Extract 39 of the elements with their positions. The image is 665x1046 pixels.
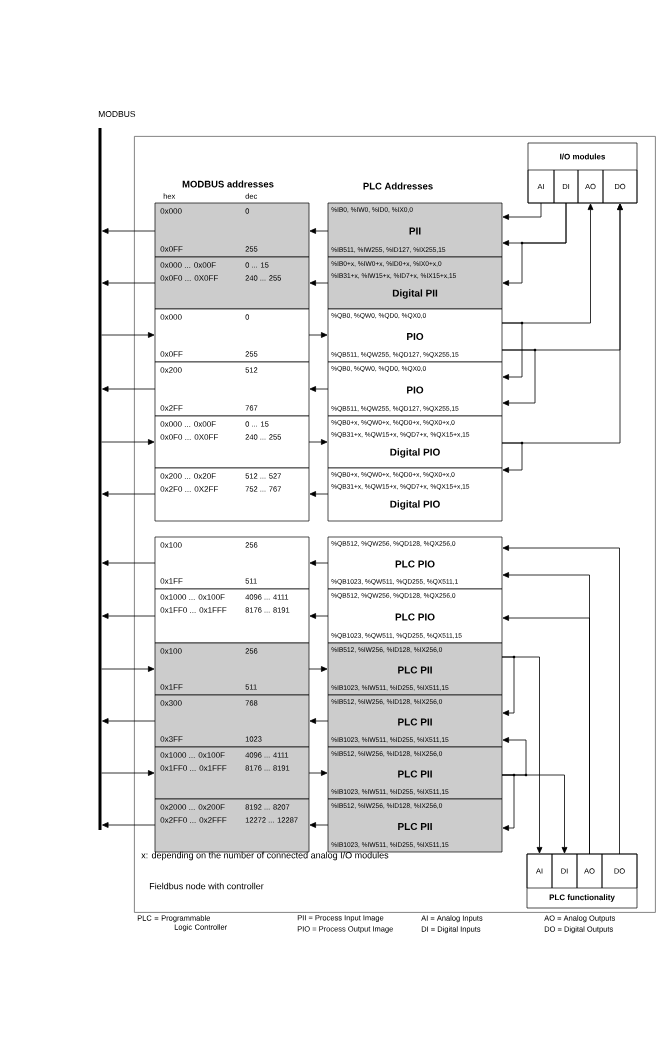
arrow [308, 439, 328, 445]
arrow [102, 822, 156, 828]
arrow [502, 545, 620, 855]
arrow [502, 202, 542, 220]
arrow [309, 491, 329, 497]
arrow [102, 613, 156, 619]
arrow [102, 491, 156, 497]
arrow [102, 280, 156, 286]
arrow [501, 737, 528, 777]
arrow [309, 228, 329, 234]
arrow [501, 655, 516, 716]
arrow [101, 332, 155, 338]
arrow [309, 560, 329, 566]
arrow [102, 386, 156, 392]
column-heading: MODBUS addresses [182, 180, 274, 188]
frame-caption: Fieldbus node with controller [149, 882, 264, 890]
arrow [308, 770, 328, 776]
arrow [309, 280, 329, 286]
arrow [502, 615, 590, 855]
arrow [102, 560, 156, 566]
arrow [309, 822, 329, 828]
arrow [501, 773, 516, 831]
arrow [501, 321, 524, 380]
arrow [501, 348, 537, 406]
arrow [309, 386, 329, 392]
arrow [102, 228, 156, 234]
arrow [101, 666, 155, 672]
arrow [501, 441, 524, 473]
arrow [101, 439, 155, 445]
arrow [502, 202, 567, 286]
footnote: x: depending on the number of connected analog I/O modules [141, 851, 389, 861]
arrow [309, 613, 329, 619]
arrow [308, 666, 328, 672]
bus-label: MODBUS [98, 111, 136, 117]
arrow [308, 332, 328, 338]
arrow [101, 770, 155, 776]
arrow [102, 718, 156, 724]
arrow [309, 718, 329, 724]
column-heading: PLC Addresses [363, 182, 433, 190]
